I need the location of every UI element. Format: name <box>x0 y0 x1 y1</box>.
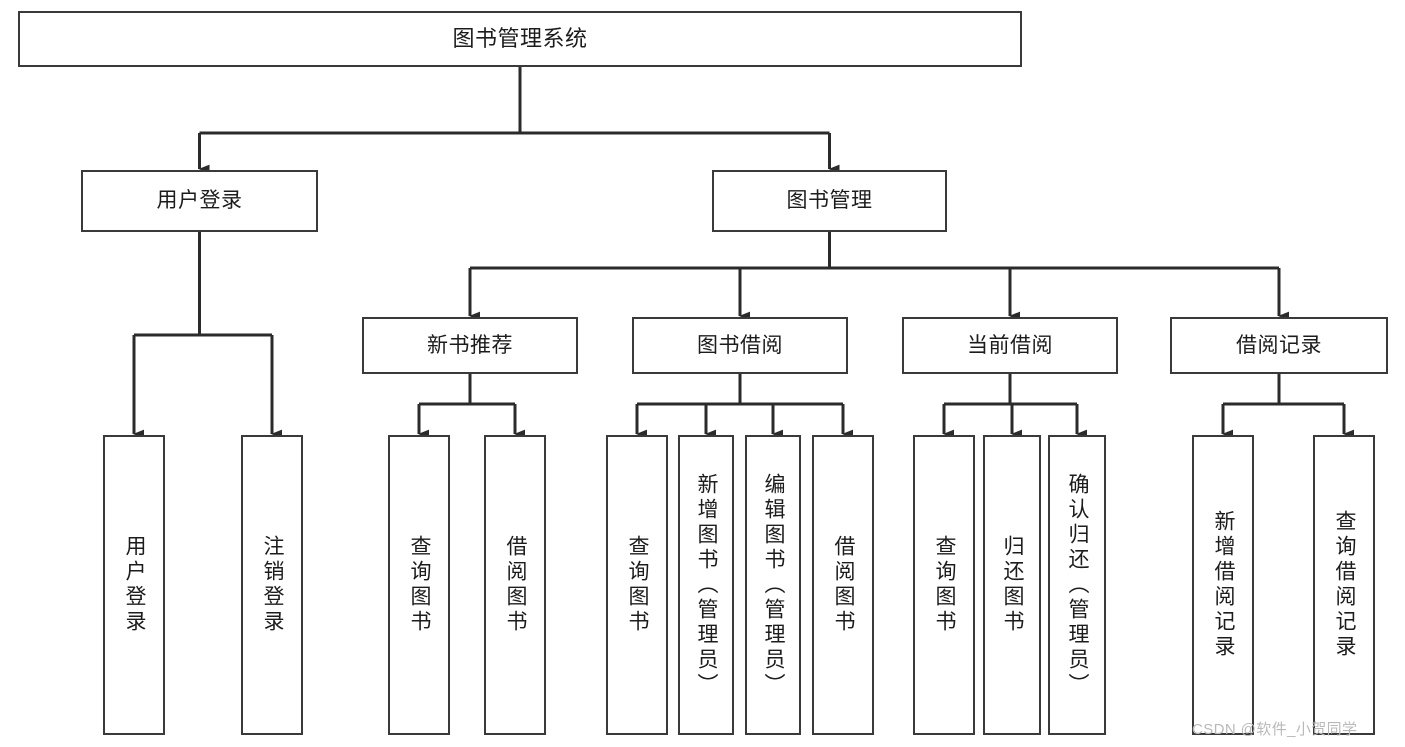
node-label: 归还图书 <box>1001 535 1025 635</box>
node-borrow[interactable]: 图书借阅 <box>632 317 848 374</box>
node-login[interactable]: 用户登录 <box>81 170 318 232</box>
node-leaf-login-2[interactable]: 注销登录 <box>241 435 303 735</box>
node-leaf-new-1[interactable]: 查询图书 <box>388 435 450 735</box>
node-label: 新书推荐 <box>427 333 513 357</box>
node-current[interactable]: 当前借阅 <box>902 317 1118 374</box>
node-label: 新增图书（管理员） <box>695 472 719 698</box>
node-newbook[interactable]: 新书推荐 <box>362 317 578 374</box>
node-leaf-bor-4[interactable]: 借阅图书 <box>812 435 874 735</box>
node-records[interactable]: 借阅记录 <box>1170 317 1388 374</box>
node-leaf-bor-3[interactable]: 编辑图书（管理员） <box>745 435 801 735</box>
node-label: 查询图书 <box>933 535 957 635</box>
node-label: 用户登录 <box>156 189 243 213</box>
node-leaf-rec-2[interactable]: 查询借阅记录 <box>1313 435 1375 735</box>
node-label: 借阅图书 <box>504 535 528 635</box>
node-leaf-bor-2[interactable]: 新增图书（管理员） <box>678 435 734 735</box>
node-root[interactable]: 图书管理系统 <box>18 11 1022 67</box>
node-leaf-rec-1[interactable]: 新增借阅记录 <box>1192 435 1254 735</box>
node-label: 当前借阅 <box>967 333 1053 357</box>
node-label: 借阅图书 <box>832 535 856 635</box>
node-label: 图书管理 <box>786 189 873 213</box>
node-label: 图书借阅 <box>697 333 783 357</box>
node-label: 新增借阅记录 <box>1212 510 1236 660</box>
node-bookmgmt[interactable]: 图书管理 <box>712 170 947 232</box>
node-leaf-bor-1[interactable]: 查询图书 <box>606 435 668 735</box>
node-leaf-new-2[interactable]: 借阅图书 <box>484 435 546 735</box>
edge-group <box>132 67 1354 439</box>
node-label: 查询借阅记录 <box>1333 510 1357 660</box>
node-label: 图书管理系统 <box>452 25 588 51</box>
node-label: 借阅记录 <box>1236 333 1322 357</box>
node-label: 用户登录 <box>123 535 147 635</box>
node-leaf-cur-2[interactable]: 归还图书 <box>983 435 1041 735</box>
node-label: 注销登录 <box>261 535 285 635</box>
node-label: 编辑图书（管理员） <box>762 472 786 698</box>
node-label: 查询图书 <box>626 535 650 635</box>
node-label: 查询图书 <box>408 535 432 635</box>
node-leaf-login-1[interactable]: 用户登录 <box>103 435 165 735</box>
node-label: 确认归还（管理员） <box>1066 472 1090 698</box>
node-leaf-cur-3[interactable]: 确认归还（管理员） <box>1048 435 1106 735</box>
node-leaf-cur-1[interactable]: 查询图书 <box>913 435 975 735</box>
